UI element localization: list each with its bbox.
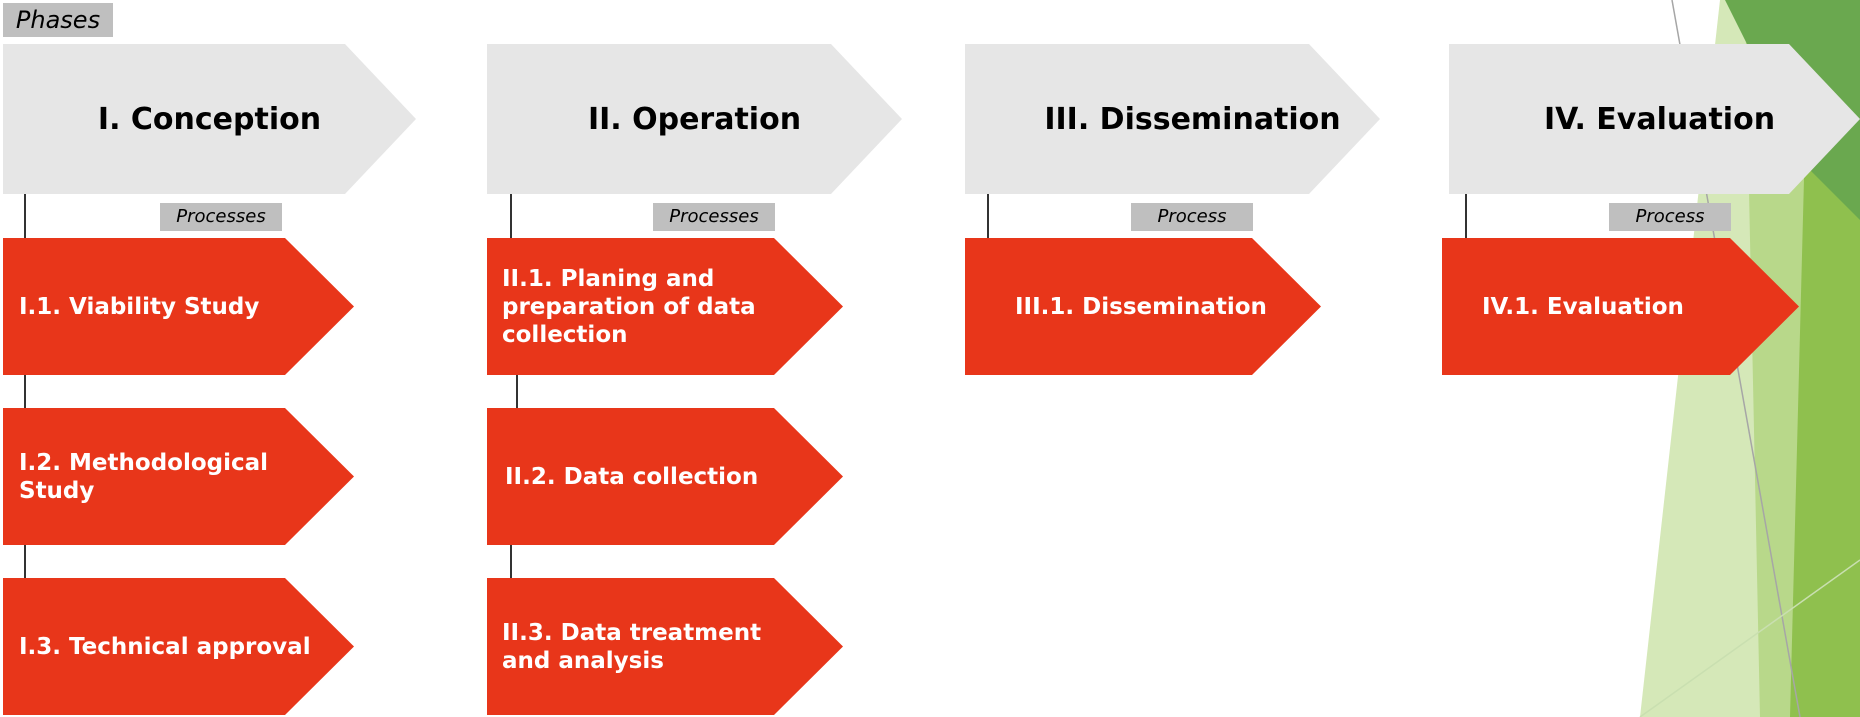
connector-line	[24, 545, 26, 578]
process-viability-study: I.1. Viability Study	[3, 238, 354, 375]
processes-tag: Processes	[160, 203, 282, 231]
process-label: I.3. Technical approval	[19, 633, 311, 660]
connector-line	[24, 194, 26, 238]
process-methodological-study: I.2. Methodological Study	[3, 408, 354, 545]
connector-line	[510, 194, 512, 238]
process-tag: Process	[1131, 203, 1253, 231]
process-evaluation: IV.1. Evaluation	[1442, 238, 1799, 375]
process-label: II.3. Data treatment and analysis	[502, 619, 762, 674]
process-tag: Process	[1609, 203, 1731, 231]
connector-line	[516, 375, 518, 408]
connector-line	[987, 194, 989, 238]
process-label: I.1. Viability Study	[19, 293, 260, 320]
process-label: II.1. Planing and preparation of data co…	[502, 265, 756, 348]
connector-line	[510, 545, 512, 578]
process-data-treatment: II.3. Data treatment and analysis	[487, 578, 843, 715]
phase-title: I. Conception	[97, 101, 322, 137]
process-label: IV.1. Evaluation	[1482, 293, 1684, 320]
phase-conception: I. Conception	[3, 44, 416, 194]
process-label: I.2. Methodological Study	[19, 449, 269, 504]
process-planing-preparation: II.1. Planing and preparation of data co…	[487, 238, 843, 375]
process-label: III.1. Dissemination	[1015, 293, 1267, 320]
phase-operation: II. Operation	[487, 44, 902, 194]
phase-title: II. Operation	[587, 101, 802, 137]
phase-evaluation: IV. Evaluation	[1449, 44, 1860, 194]
connector-line	[1465, 194, 1467, 238]
process-label: II.2. Data collection	[505, 463, 759, 490]
processes-tag: Processes	[653, 203, 775, 231]
phase-dissemination: III. Dissemination	[965, 44, 1380, 194]
connector-line	[24, 375, 26, 408]
phases-label: Phases	[3, 3, 113, 37]
phase-title: III. Dissemination	[1044, 101, 1341, 137]
process-dissemination: III.1. Dissemination	[965, 238, 1321, 375]
phase-title: IV. Evaluation	[1543, 101, 1776, 137]
process-data-collection: II.2. Data collection	[487, 408, 843, 545]
process-technical-approval: I.3. Technical approval	[3, 578, 354, 715]
